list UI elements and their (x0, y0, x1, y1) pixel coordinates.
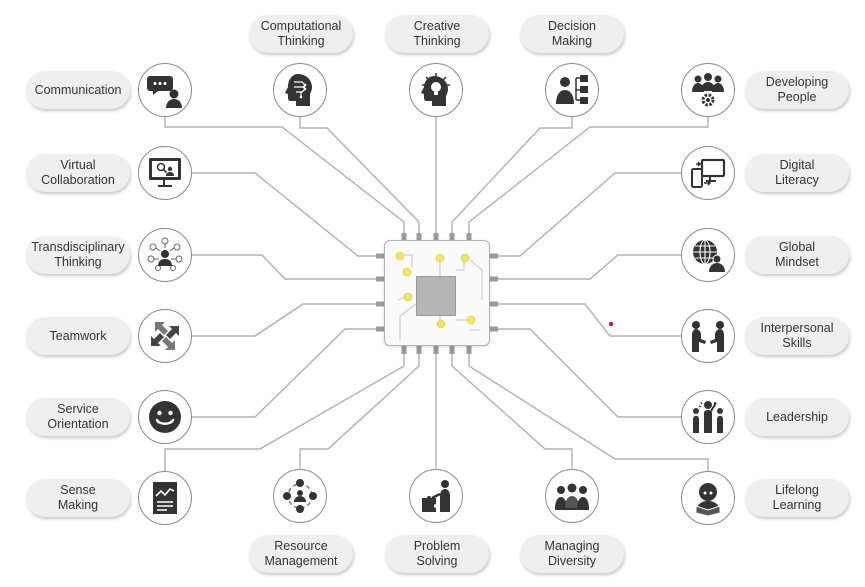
wire-computational-thinking (299, 117, 420, 240)
person-puzzle-icon (422, 480, 450, 512)
chip-pin (376, 276, 384, 282)
pill-sense-making: Sense Making (26, 479, 130, 517)
pill-global-mindset: Global Mindset (745, 236, 849, 274)
wire-resource-management (299, 346, 420, 469)
marker-dot (608, 321, 614, 327)
network-person-icon (147, 237, 183, 271)
node-leadership (681, 390, 735, 444)
pill-transdisciplinary-thinking: Transdisciplinary Thinking (26, 236, 130, 274)
chip-pin (449, 233, 455, 241)
node-lifelong-learning (681, 471, 735, 525)
chip-pin (376, 253, 384, 259)
wire-virtual-collaboration (192, 172, 384, 257)
leader-group-icon (693, 401, 723, 433)
report-chart-icon (153, 482, 177, 514)
wire-leadership (490, 328, 681, 418)
group-gear-icon (692, 73, 724, 107)
person-flowchart-icon (556, 75, 588, 104)
globe-person-icon (693, 239, 725, 272)
chip-pin (376, 301, 384, 307)
node-transdisciplinary-thinking (138, 228, 192, 282)
chip-pin (490, 301, 498, 307)
node-communication (138, 63, 192, 117)
node-teamwork (138, 309, 192, 363)
node-developing-people (681, 63, 735, 117)
pill-managing-diversity: Managing Diversity (520, 535, 624, 573)
node-digital-literacy (681, 146, 735, 200)
chip-pin (416, 346, 422, 354)
chip-pin (466, 233, 472, 241)
wire-lifelong-learning (468, 346, 709, 471)
wire-decision-making (451, 117, 573, 240)
pill-communication: Communication (26, 71, 130, 109)
node-managing-diversity (545, 469, 599, 523)
pill-decision-making: Decision Making (520, 15, 624, 53)
pill-interpersonal-skills: Interpersonal Skills (745, 317, 849, 355)
wire-developing-people (468, 117, 709, 240)
pill-digital-literacy: Digital Literacy (745, 154, 849, 192)
arrows-cycle-icon (151, 322, 179, 350)
node-service-orientation (138, 390, 192, 444)
chip-pin (466, 346, 472, 354)
pill-teamwork: Teamwork (26, 317, 130, 355)
pill-lifelong-learning: Lifelong Learning (745, 479, 849, 517)
devices-icon (691, 158, 726, 188)
node-resource-management (273, 469, 327, 523)
node-virtual-collaboration (138, 146, 192, 200)
handshake-icon (692, 321, 724, 352)
chat-person-icon (147, 76, 182, 108)
pill-computational-thinking: Computational Thinking (249, 15, 353, 53)
wire-managing-diversity (451, 346, 573, 469)
smiley-icon (149, 401, 181, 433)
diverse-group-icon (555, 483, 589, 510)
wire-global-mindset (490, 254, 681, 280)
node-global-mindset (681, 228, 735, 282)
pill-creative-thinking: Creative Thinking (385, 15, 489, 53)
chip-pin (416, 233, 422, 241)
chip-pin (490, 253, 498, 259)
chip-pin (401, 346, 407, 354)
monitor-person-icon (149, 158, 181, 187)
chip-pin (376, 326, 384, 332)
pill-problem-solving: Problem Solving (385, 535, 489, 573)
wire-digital-literacy (490, 172, 681, 257)
node-sense-making (138, 471, 192, 525)
pill-service-orientation: Service Orientation (26, 398, 130, 436)
reader-icon (695, 483, 721, 516)
chip-core (416, 276, 456, 316)
node-problem-solving (409, 469, 463, 523)
node-interpersonal-skills (681, 309, 735, 363)
chip-pin (490, 276, 498, 282)
wire-interpersonal-skills (490, 303, 681, 337)
chip-pin (490, 326, 498, 332)
node-computational-thinking (273, 63, 327, 117)
lightbulb-head-icon (421, 73, 450, 106)
chip-pin (433, 346, 439, 354)
wire-sense-making (164, 346, 405, 471)
chip-pin (433, 233, 439, 241)
wire-service-orientation (192, 328, 384, 418)
pill-resource-management: Resource Management (249, 535, 353, 573)
pill-developing-people: Developing People (745, 71, 849, 109)
wire-transdisciplinary-thinking (192, 254, 384, 280)
chip-pin (401, 233, 407, 241)
wire-teamwork (192, 303, 384, 337)
node-decision-making (545, 63, 599, 117)
node-creative-thinking (409, 63, 463, 117)
chip-pin (449, 346, 455, 354)
pill-leadership: Leadership (745, 398, 849, 436)
resource-cycle-icon (283, 479, 317, 513)
pill-virtual-collaboration: Virtual Collaboration (26, 154, 130, 192)
circuit-head-icon (285, 74, 312, 106)
